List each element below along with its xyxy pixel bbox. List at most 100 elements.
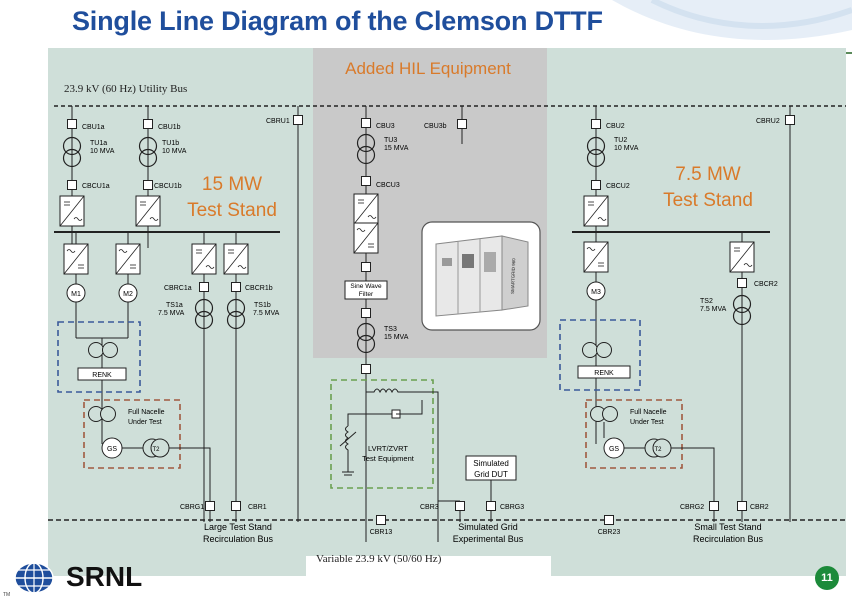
hil-feeder: Sine Wave Filter CBU3 TU3 15 MVA CBCU3 T… [344, 106, 409, 542]
ts3-name: TS3 [384, 326, 397, 333]
cbr2-label: CBR2 [750, 504, 769, 511]
t2-label-15mw: T2 [152, 447, 160, 453]
sine-filter-label-2: Filter [359, 291, 374, 298]
tu1a-name: TU1a [90, 140, 107, 147]
ts1b-rating: 7.5 MVA [253, 310, 280, 317]
tu2-rating: 10 MVA [614, 145, 639, 152]
cbu2-label: CBU2 [606, 123, 625, 130]
small-bus-label-2: Recirculation Bus [693, 534, 764, 544]
sim-bus-label-1: Simulated Grid [458, 522, 518, 532]
ts1-branches: CBRC1a CBCR1b TS1a 7.5 MVA TS1b 7.5 MVA [158, 232, 280, 522]
cbcr1b-label: CBCR1b [245, 285, 273, 292]
ts2-branch: CBCR2 TS2 7.5 MVA [700, 232, 778, 522]
sim-grid-dut: Simulated Grid DUT [465, 455, 517, 522]
stand-15mw-label: 15 MW Test Stand [187, 174, 277, 221]
cbcr2-label: CBCR2 [754, 281, 778, 288]
single-line-diagram: Added HIL Equipment 23.9 kV (60 Hz) Util… [48, 48, 846, 576]
ts1a-rating: 7.5 MVA [158, 310, 185, 317]
sim-bus-label-2: Experimental Bus [453, 534, 524, 544]
globe-icon [14, 562, 54, 594]
cbu3b-label: CBU3b [424, 123, 447, 130]
ts1b-name: TS1b [254, 302, 271, 309]
cbrg2-label: CBRG2 [680, 504, 704, 511]
renk-label-15mw: RENK [92, 372, 112, 379]
cbrc1a-label: CBRC1a [164, 285, 192, 292]
sine-filter-label-1: Sine Wave [350, 283, 382, 290]
bus-labels: Large Test Stand Recirculation Bus Simul… [203, 522, 764, 544]
hil-label: Added HIL Equipment [345, 59, 511, 78]
svg-text:Test Stand: Test Stand [187, 200, 277, 221]
large-bus-label-2: Recirculation Bus [203, 534, 274, 544]
lvrt-label-1: LVRT/ZVRT [368, 444, 408, 453]
renk-box-15mw [57, 321, 141, 393]
cbru2-label: CBRU2 [756, 118, 780, 125]
t2-label-75mw: T2 [654, 447, 662, 453]
nacelle-label-15mw-2: Under Test [128, 419, 162, 426]
large-bus-label-1: Large Test Stand [204, 522, 272, 532]
tu1b-name: TU1b [162, 140, 179, 147]
stand-75mw-feeder: CBU2 TU2 10 MVA CBCU2 [583, 106, 639, 232]
utility-bus-label: 23.9 kV (60 Hz) Utility Bus [64, 83, 187, 95]
cbrg1-label: CBRG1 [180, 504, 204, 511]
small-bus-breakers: CBRG2 CBR2 [680, 501, 769, 511]
svg-text:Simulated: Simulated [473, 459, 509, 468]
cbr1-label: CBR1 [248, 504, 267, 511]
m3-label: M3 [591, 289, 601, 296]
m1-label: M1 [71, 291, 81, 298]
nacelle-box-75mw [585, 399, 683, 469]
srnl-logo: SRNL [12, 560, 162, 600]
tie-breakers: CBR13 CBR23 [370, 515, 621, 536]
tu3-rating: 15 MVA [384, 145, 409, 152]
small-bus-label-1: Small Test Stand [694, 522, 761, 532]
trademark-mark: TM [3, 592, 11, 598]
variable-bus-label: Variable 23.9 kV (50/60 Hz) [316, 553, 442, 565]
cbr13-label: CBR13 [370, 529, 393, 536]
cbcu1b-label: CBCU1b [154, 183, 182, 190]
cbr23-label: CBR23 [598, 529, 621, 536]
gs-label-15mw: GS [107, 446, 117, 453]
ts2-name: TS2 [700, 298, 713, 305]
nacelle-box-15mw [83, 399, 181, 469]
ts2-rating: 7.5 MVA [700, 306, 727, 313]
cbu3-label: CBU3 [376, 123, 395, 130]
cbu1b-label: CBU1b [158, 124, 181, 131]
tu1b-rating: 10 MVA [162, 148, 187, 155]
tu3-name: TU3 [384, 137, 397, 144]
background-swoosh [612, 0, 852, 40]
stand-15mw-feeder-b: CBU1b TU1b 10 MVA CBCU1b [135, 106, 187, 248]
nacelle-label-75mw-2: Under Test [630, 419, 664, 426]
nacelle-label-75mw-1: Full Nacelle [630, 409, 667, 416]
ts3-rating: 15 MVA [384, 334, 409, 341]
cabinet-text: SMARTGRID 960 [510, 258, 516, 294]
lvrt-box [330, 379, 434, 489]
cbcu1a-label: CBCU1a [82, 183, 110, 190]
logo-wordmark: SRNL [66, 561, 143, 592]
cbru1-label: CBRU1 [266, 118, 290, 125]
cbru1-riser: CBRU1 [266, 106, 303, 522]
gs-label-75mw: GS [609, 446, 619, 453]
lvrt-label-2: Test Equipment [362, 454, 415, 463]
cbu3b-stub: CBU3b [424, 106, 467, 144]
renk-label-75mw: RENK [594, 370, 614, 377]
svg-text:15 MW: 15 MW [202, 174, 262, 195]
cbr3-label: CBR3 [420, 504, 439, 511]
nacelle-label-15mw-1: Full Nacelle [128, 409, 165, 416]
svg-text:Test Stand: Test Stand [663, 190, 753, 211]
page-title: Single Line Diagram of the Clemson DTTF [72, 6, 603, 36]
svg-text:7.5 MW: 7.5 MW [675, 164, 741, 185]
cbcu2-label: CBCU2 [606, 183, 630, 190]
cbcu3-label: CBCU3 [376, 182, 400, 189]
svg-text:Grid DUT: Grid DUT [474, 470, 508, 479]
large-bus-breakers: CBRG1 CBR1 [180, 501, 267, 511]
renk-box-75mw [559, 319, 641, 391]
tu2-name: TU2 [614, 137, 627, 144]
cbru2-riser: CBRU2 [756, 106, 795, 522]
cbrg3-label: CBRG3 [500, 504, 524, 511]
slide-number-badge: 11 [815, 566, 839, 590]
hil-cabinet-photo: SMARTGRID 960 [421, 221, 541, 331]
m2-label: M2 [123, 291, 133, 298]
tu1a-rating: 10 MVA [90, 148, 115, 155]
stand-75mw-label: 7.5 MW Test Stand [663, 164, 753, 211]
ts1a-name: TS1a [166, 302, 183, 309]
cbu1a-label: CBU1a [82, 124, 105, 131]
